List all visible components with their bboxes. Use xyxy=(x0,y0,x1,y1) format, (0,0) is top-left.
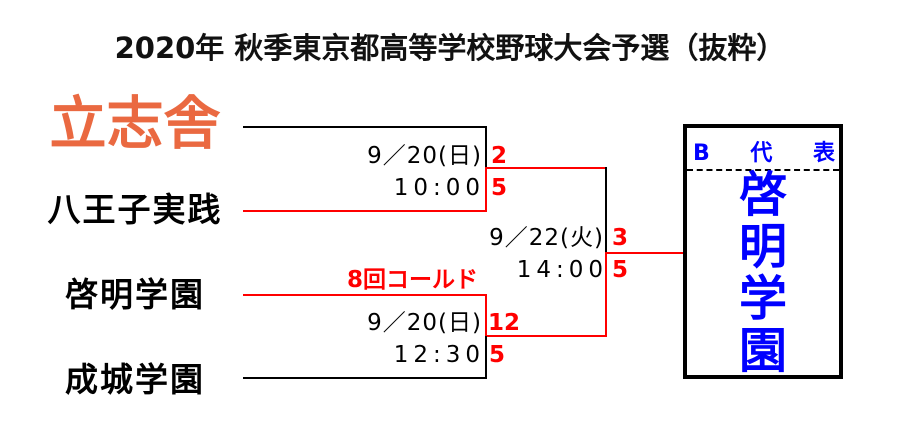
winner-char: 園 xyxy=(738,323,787,379)
bracket-line-m1-lower xyxy=(485,167,487,212)
winner-char: 学 xyxy=(738,271,787,327)
representative-box: B 代 表 啓 明 学 園 xyxy=(683,124,843,379)
match3-note: 8回コールド xyxy=(346,267,478,293)
winner-char: 啓 xyxy=(738,167,787,223)
representative-label-2: 表 xyxy=(812,141,835,166)
semi-date: 9／22(火) xyxy=(489,225,604,251)
bracket-line-m3-upper xyxy=(485,294,487,337)
team-keimei-gakuen: 啓明学園 xyxy=(65,275,205,314)
semi-score-bottom: 5 xyxy=(612,257,629,283)
bracket-line-rissho xyxy=(243,126,487,128)
bracket-line-semi-lower xyxy=(605,252,607,337)
match3-date: 9／20(日) xyxy=(367,310,482,336)
representative-header: B 代 表 xyxy=(687,141,839,167)
team-rissho: 立志舎 xyxy=(49,91,221,157)
match1-date: 9／20(日) xyxy=(367,143,482,169)
match1-score-bottom: 5 xyxy=(491,175,508,201)
bracket-line-m3-advance xyxy=(485,335,607,337)
representative-winner: 啓 明 学 園 xyxy=(687,169,839,377)
bracket-line-keimei xyxy=(243,294,487,296)
match1-time: 10:00 xyxy=(393,175,485,201)
bracket-line-m1-upper xyxy=(485,126,487,168)
match3-score-top: 12 xyxy=(488,310,521,336)
bracket-line-seijo xyxy=(243,377,487,379)
semi-time: 14:00 xyxy=(516,257,608,283)
match3-time: 12:30 xyxy=(393,342,485,368)
block-label: B xyxy=(693,141,710,166)
team-seijo-gakuen: 成城学園 xyxy=(65,360,205,399)
match3-score-bottom: 5 xyxy=(489,342,506,368)
team-hachioji-jissen: 八王子実践 xyxy=(47,190,223,229)
bracket-line-semi-advance xyxy=(605,252,685,254)
bracket-line-hachioji xyxy=(243,210,487,212)
winner-char: 明 xyxy=(738,219,787,275)
bracket-line-m3-lower xyxy=(485,336,487,379)
page-title: 2020年 秋季東京都高等学校野球大会予選（抜粋） xyxy=(114,31,786,65)
bracket-line-semi-upper xyxy=(605,167,607,253)
semi-score-top: 3 xyxy=(612,225,629,251)
dashed-divider xyxy=(687,169,839,171)
match1-score-top: 2 xyxy=(491,143,508,169)
bracket-line-m1-advance xyxy=(485,167,607,169)
representative-label-1: 代 xyxy=(750,141,773,166)
